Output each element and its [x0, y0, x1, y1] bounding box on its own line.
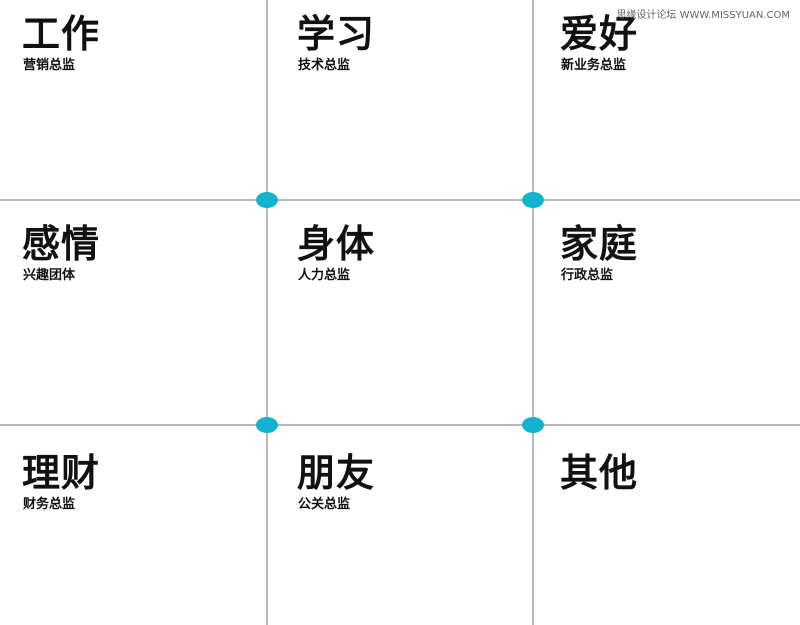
- cell-title: 身体: [297, 222, 376, 266]
- cell-subtitle: 人力总监: [298, 268, 351, 283]
- cell-title: 朋友: [297, 451, 376, 495]
- watermark-text: 思缘设计论坛 WWW.MISSYUAN.COM: [616, 10, 790, 21]
- cell-title: 其他: [560, 451, 639, 495]
- cell-subtitle: 营销总监: [23, 58, 76, 73]
- cell-subtitle: 技术总监: [298, 58, 351, 73]
- cell-subtitle: 公关总监: [298, 497, 351, 512]
- intersection-dot-1: [256, 192, 278, 208]
- cell-subtitle: 财务总监: [23, 497, 76, 512]
- vertical-divider-1: [266, 0, 268, 625]
- cell-subtitle: 新业务总监: [561, 58, 627, 73]
- cell-title: 学习: [297, 12, 376, 56]
- horizontal-divider-1: [0, 199, 800, 201]
- vertical-divider-2: [532, 0, 534, 625]
- cell-title: 家庭: [560, 222, 639, 266]
- cell-subtitle: 行政总监: [561, 268, 614, 283]
- intersection-dot-3: [256, 417, 278, 433]
- cell-subtitle: 兴趣团体: [23, 268, 76, 283]
- cell-title: 爱好: [560, 12, 639, 56]
- cell-title: 感情: [22, 222, 101, 266]
- intersection-dot-2: [522, 192, 544, 208]
- intersection-dot-4: [522, 417, 544, 433]
- cell-title: 工作: [22, 12, 101, 56]
- horizontal-divider-2: [0, 424, 800, 426]
- cell-title: 理财: [22, 451, 101, 495]
